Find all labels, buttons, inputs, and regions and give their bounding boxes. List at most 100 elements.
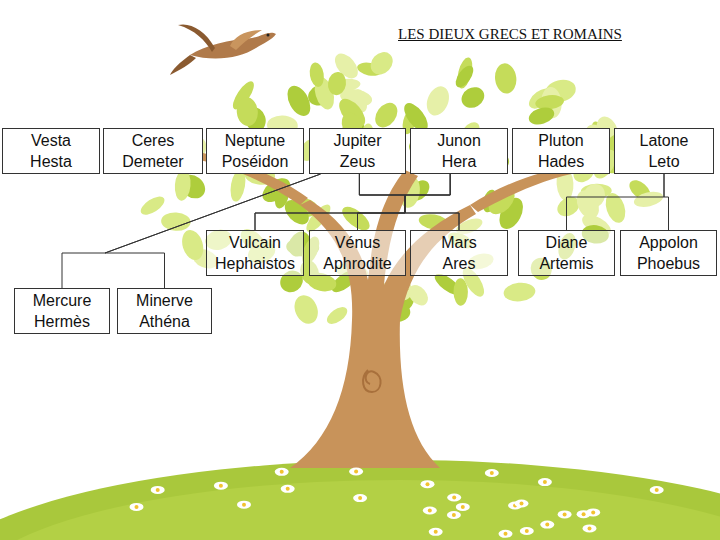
god-box: MarsAres	[410, 230, 508, 276]
greek-name: Hades	[538, 151, 584, 172]
tree-trunk	[290, 170, 476, 468]
daisy	[353, 494, 367, 502]
family-line	[664, 174, 669, 230]
greek-name: Leto	[648, 151, 679, 172]
daisy	[540, 521, 554, 529]
roman-name: Mars	[441, 232, 477, 253]
god-box: LatoneLeto	[614, 128, 714, 174]
roman-name: Pluton	[538, 130, 583, 151]
greek-name: Ares	[443, 253, 476, 274]
roman-name: Vesta	[31, 130, 71, 151]
daisy	[456, 503, 470, 511]
greek-name: Zeus	[340, 151, 376, 172]
daisy	[650, 486, 664, 494]
family-line	[255, 174, 450, 230]
greek-name: Demeter	[122, 151, 183, 172]
daisy	[485, 469, 499, 477]
roman-name: Neptune	[225, 130, 286, 151]
leaf	[308, 61, 325, 87]
greek-name: Hera	[442, 151, 477, 172]
god-box: DianeArtemis	[518, 230, 615, 276]
god-box: MinerveAthéna	[117, 288, 212, 334]
family-line	[255, 174, 405, 230]
family-line	[359, 174, 459, 230]
daisy	[275, 468, 289, 476]
daisy	[349, 468, 363, 476]
bird	[170, 24, 276, 75]
greek-name: Hephaistos	[215, 253, 295, 274]
daisy	[538, 478, 552, 486]
family-line	[105, 174, 321, 288]
leaf	[366, 48, 397, 79]
greek-name: Aphrodite	[323, 253, 392, 274]
family-line	[358, 174, 451, 230]
leaf	[503, 281, 537, 303]
daisy	[447, 511, 461, 519]
god-box: VénusAphrodite	[309, 230, 406, 276]
god-box: AppolonPhoebus	[620, 230, 717, 276]
roman-name: Ceres	[132, 130, 175, 151]
greek-name: Poséidon	[222, 151, 289, 172]
daisy	[558, 510, 572, 518]
leaf	[452, 63, 476, 90]
hill	[0, 460, 720, 540]
roman-name: Mercure	[33, 290, 92, 311]
leaf	[290, 292, 322, 328]
daisy	[586, 508, 600, 516]
greek-name: Artemis	[539, 253, 593, 274]
god-box: CeresDemeter	[103, 128, 203, 174]
daisy	[499, 530, 513, 538]
daisy	[515, 500, 529, 508]
god-box: MercureHermès	[14, 288, 110, 334]
leaf	[235, 96, 259, 127]
daisy	[214, 482, 228, 490]
greek-name: Hermès	[34, 311, 90, 332]
daisies	[130, 468, 664, 538]
god-box: NeptunePoséidon	[206, 128, 304, 174]
leaf	[602, 191, 629, 226]
roman-name: Appolon	[639, 232, 698, 253]
leaf	[138, 193, 168, 218]
god-box: JupiterZeus	[309, 128, 406, 174]
leaf	[423, 83, 453, 119]
family-line	[405, 174, 459, 230]
roman-name: Diane	[546, 232, 588, 253]
family-line	[62, 174, 321, 288]
trunk-swirl	[363, 370, 381, 392]
daisy	[423, 507, 437, 515]
leaf	[527, 104, 557, 127]
leaf	[161, 212, 192, 232]
leaf	[493, 62, 518, 95]
leaf	[371, 99, 402, 132]
daisy	[130, 503, 144, 511]
roman-name: Jupiter	[333, 130, 381, 151]
god-box: JunonHera	[410, 128, 508, 174]
roman-name: Junon	[437, 130, 481, 151]
god-box: VestaHesta	[2, 128, 100, 174]
leaf	[179, 227, 207, 262]
roman-name: Minerve	[136, 290, 193, 311]
leaf	[458, 83, 488, 112]
roman-name: Latone	[640, 130, 689, 151]
family-line	[567, 174, 665, 230]
hill-light	[0, 480, 720, 540]
roman-name: Vulcain	[229, 232, 281, 253]
god-box: PlutonHades	[512, 128, 610, 174]
leaf	[572, 187, 603, 222]
family-line	[358, 174, 406, 230]
daisy	[421, 480, 435, 488]
roman-name: Vénus	[335, 232, 380, 253]
greek-name: Phoebus	[637, 253, 700, 274]
leaf	[283, 82, 315, 120]
diagram-title: LES DIEUX GRECS ET ROMAINS	[398, 26, 622, 43]
daisy	[281, 485, 295, 493]
daisy	[429, 528, 443, 536]
daisy	[447, 494, 461, 502]
leaf	[324, 304, 350, 327]
greek-name: Hesta	[30, 151, 72, 172]
leaf	[632, 189, 664, 209]
daisy	[237, 501, 251, 509]
daisy	[520, 527, 534, 535]
daisy	[151, 486, 165, 494]
